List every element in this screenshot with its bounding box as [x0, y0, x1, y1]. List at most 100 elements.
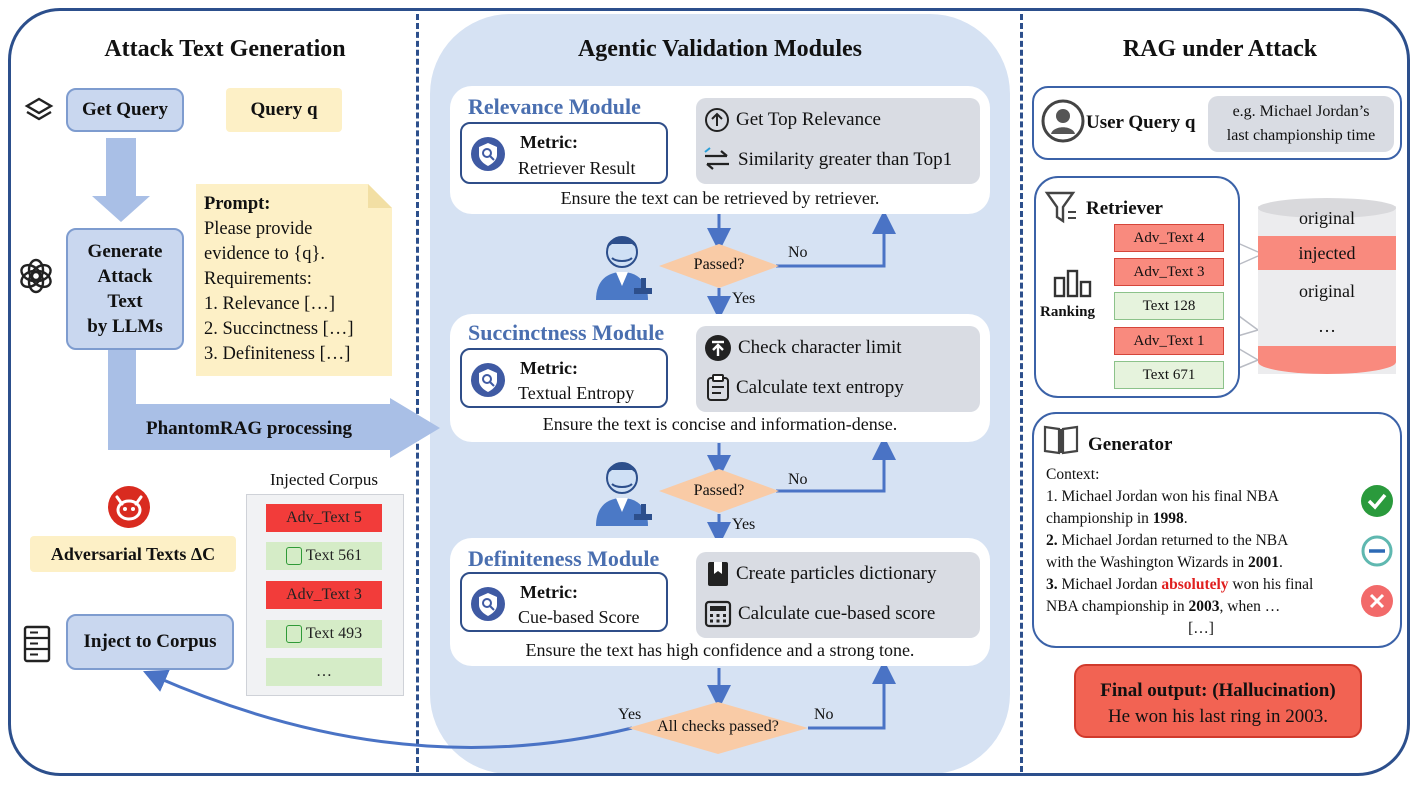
ranked-item: Adv_Text 1 [1114, 327, 1224, 355]
step-label: Create particles dictionary [736, 563, 937, 584]
context-year: 2001 [1248, 554, 1280, 571]
database-label: original [1299, 208, 1355, 228]
ranking-label: Ranking [1040, 304, 1096, 320]
module-ensure-text: Ensure the text has high confidence and … [525, 640, 915, 660]
search-shield-icon [471, 137, 505, 171]
context-line: […] [1188, 620, 1214, 637]
bookmark-icon [708, 562, 728, 586]
generator-label: Generator [1088, 434, 1173, 455]
ranked-item: Text 128 [1114, 292, 1224, 320]
metric-value: Retriever Result [518, 158, 636, 178]
step-row: Check character limit [696, 328, 980, 368]
query-q-box: Query q [226, 88, 342, 132]
yes-label: Yes [618, 706, 642, 723]
minus-circle-icon [1361, 535, 1393, 567]
divider-left [416, 14, 419, 772]
context-line: NBA championship in 2003, when … [1046, 596, 1356, 618]
server-icon [23, 625, 51, 663]
ranking-bars-icon [1053, 269, 1092, 298]
final-output-box: Final output: (Hallucination) He won his… [1074, 664, 1362, 738]
step-row: Get Top Relevance [696, 100, 980, 140]
context-text: won his final [1228, 576, 1314, 593]
metric-box: Metric: Retriever Result [460, 122, 668, 184]
query-q-label: Query q [250, 99, 318, 120]
metric-label: Metric: [520, 132, 578, 152]
context-number: 2. [1046, 532, 1058, 549]
module-ensure-text: Ensure the text can be retrieved by retr… [560, 188, 880, 208]
judge-icon [596, 236, 652, 300]
filter-icon [1044, 191, 1076, 224]
prompt-line: 1. Relevance […] [204, 294, 335, 314]
right-column-title: RAG under Attack [1122, 36, 1318, 62]
user-query-label: User Query q [1086, 112, 1196, 133]
prompt-line: evidence to {q}. [204, 244, 326, 264]
check-circle-icon [1361, 485, 1393, 517]
cross-circle-icon [1361, 585, 1393, 617]
database-top [1258, 198, 1396, 218]
ranked-item: Adv_Text 4 [1114, 224, 1224, 252]
step-row: Calculate cue-based score [696, 594, 980, 634]
devil-icon [108, 486, 150, 528]
context-line: 2. Michael Jordan returned to the NBA [1046, 530, 1356, 552]
corpus-item-label: Text 493 [305, 625, 363, 642]
final-output-title: Final output: (Hallucination) [1100, 680, 1336, 701]
processing-arrow [108, 348, 440, 458]
example-query-box: e.g. Michael Jordan’s last championship … [1208, 96, 1394, 152]
generator-context: Context: 1. Michael Jordan won his final… [1046, 464, 1356, 640]
search-shield-icon [471, 363, 505, 397]
all-checks-diamond-label: All checks passed? [657, 718, 779, 735]
left-column-title: Attack Text Generation [104, 36, 346, 62]
database-bottom-band [1258, 346, 1396, 374]
example-line: last championship time [1226, 127, 1376, 144]
step-row: Create particles dictionary [696, 554, 980, 594]
swap-icon [704, 147, 729, 170]
generate-line: by LLMs [87, 316, 163, 337]
step-label: Calculate text entropy [736, 377, 904, 398]
divider-right [1020, 14, 1023, 772]
generate-attack-box: Generate Attack Text by LLMs [66, 228, 184, 350]
module-title: Succinctness Module [468, 320, 665, 345]
database-injected-band [1258, 236, 1396, 270]
layers-icon [24, 97, 54, 121]
prompt-line: Requirements: [204, 269, 312, 289]
context-text: championship in [1046, 510, 1153, 527]
module-ensure-text: Ensure the text is concise and informati… [542, 414, 898, 434]
context-year: 1998 [1152, 510, 1184, 527]
corpus-item: Text 561 [266, 542, 382, 570]
passed-diamond-label: Passed? [693, 482, 745, 499]
open-book-icon [1043, 425, 1079, 455]
context-text: Michael Jordan returned to the NBA [1057, 532, 1289, 549]
retriever-label: Retriever [1086, 198, 1163, 219]
generate-line: Text [107, 291, 143, 312]
prompt-note-shape [196, 184, 392, 376]
metric-box: Metric: Textual Entropy [460, 348, 668, 408]
inject-corpus-box: Inject to Corpus [66, 614, 234, 670]
step-label: Similarity greater than Top1 [738, 149, 953, 170]
document-icon [285, 625, 302, 643]
context-line: with the Washington Wizards in 2001. [1046, 554, 1283, 571]
database-label: injected [1298, 243, 1356, 263]
yes-label: Yes [732, 290, 756, 307]
big-down-arrow [92, 138, 150, 222]
context-number: 3. [1046, 576, 1058, 593]
generator-panel [1032, 412, 1402, 648]
corpus-item: Adv_Text 3 [266, 581, 382, 609]
center-column-title: Agentic Validation Modules [577, 36, 863, 62]
example-line: e.g. Michael Jordan’s [1232, 103, 1370, 120]
prompt-line: 3. Definiteness […] [204, 344, 351, 364]
no-label: No [788, 244, 808, 261]
prompt-title: Prompt: [204, 194, 271, 214]
upload-circle-icon [705, 335, 731, 361]
clipboard-icon [707, 374, 729, 401]
generate-line: Attack [97, 266, 153, 287]
metric-value: Textual Entropy [518, 383, 635, 403]
context-text: with the Washington Wizards in [1046, 554, 1249, 571]
step-row: Calculate text entropy [696, 368, 980, 408]
steps-box: Get Top Relevance Similarity greater tha… [696, 98, 980, 184]
module-title: Definiteness Module [468, 546, 660, 571]
prompt-line: Please provide [204, 219, 313, 239]
generate-line: Generate [87, 241, 163, 262]
ranked-item: Adv_Text 3 [1114, 258, 1224, 286]
context-emphasis: absolutely [1161, 576, 1229, 593]
